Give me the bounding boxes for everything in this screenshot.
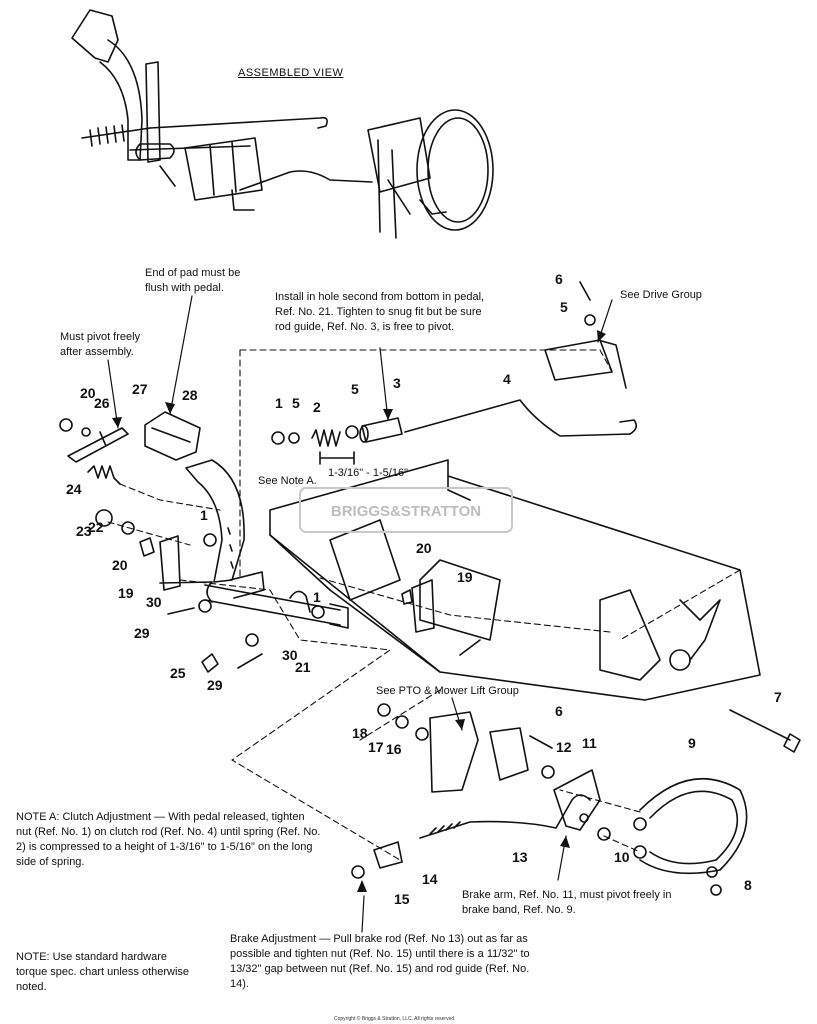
part-number-19: 19 bbox=[118, 585, 134, 601]
part-number-30: 30 bbox=[146, 594, 162, 610]
callout-spring-length: 1-3/16" - 1-5/16" bbox=[328, 467, 408, 479]
part-number-14: 14 bbox=[422, 871, 438, 887]
left-components bbox=[59, 418, 325, 673]
callout-pto-group: See PTO & Mower Lift Group bbox=[376, 685, 519, 697]
part-number-19: 19 bbox=[457, 569, 473, 585]
part-number-16: 16 bbox=[386, 741, 402, 757]
watermark-text: BRIGGS&STRATTON bbox=[331, 503, 481, 520]
drive-group-link bbox=[544, 281, 627, 389]
callout-rod-hole: Install in hole second from bottom in pe… bbox=[275, 291, 485, 333]
part-number-12: 12 bbox=[556, 739, 572, 755]
assembled-view-title: ASSEMBLED VIEW bbox=[238, 67, 344, 79]
part-number-20: 20 bbox=[416, 540, 432, 556]
part-number-1: 1 bbox=[313, 589, 321, 605]
leader-arrowheads bbox=[112, 330, 606, 892]
bracket-19-right bbox=[401, 579, 435, 633]
part-number-23: 23 bbox=[76, 523, 92, 539]
part-number-11: 11 bbox=[582, 735, 597, 751]
part-number-6: 6 bbox=[555, 703, 563, 719]
callout-drive-group: See Drive Group bbox=[620, 289, 702, 301]
part-number-29: 29 bbox=[207, 677, 223, 693]
part-number-21: 21 bbox=[295, 659, 311, 675]
assembled-view bbox=[71, 9, 494, 239]
part-number-26: 26 bbox=[94, 395, 110, 411]
part-number-5: 5 bbox=[351, 381, 359, 397]
callout-pad: End of pad must be flush with pedal. bbox=[145, 267, 241, 294]
part-number-13: 13 bbox=[512, 849, 528, 865]
part-number-4: 4 bbox=[503, 371, 511, 387]
part-number-8: 8 bbox=[744, 877, 752, 893]
part-number-18: 18 bbox=[352, 725, 368, 741]
note-brake-adjustment: Brake Adjustment — Pull brake rod (Ref. … bbox=[230, 933, 530, 990]
part-number-28: 28 bbox=[182, 387, 198, 403]
part-number-20: 20 bbox=[112, 557, 128, 573]
part-number-15: 15 bbox=[394, 891, 410, 907]
callout-see-note-a: See Note A. bbox=[258, 475, 317, 487]
note-a-clutch-adjustment: NOTE A: Clutch Adjustment — With pedal r… bbox=[16, 811, 321, 868]
part-number-30: 30 bbox=[282, 647, 298, 663]
part-number-27: 27 bbox=[132, 381, 148, 397]
reference-lines bbox=[107, 349, 741, 861]
brake-assembly bbox=[351, 703, 801, 896]
part-number-5: 5 bbox=[292, 395, 300, 411]
part-number-29: 29 bbox=[134, 625, 150, 641]
callout-pivot: Must pivot freely after assembly. bbox=[60, 331, 141, 358]
part-number-1: 1 bbox=[200, 507, 208, 523]
part-number-17: 17 bbox=[368, 739, 384, 755]
part-number-1: 1 bbox=[275, 395, 283, 411]
part-number-3: 3 bbox=[393, 375, 401, 391]
part-number-25: 25 bbox=[170, 665, 186, 681]
copyright: Copyright © Briggs & Stratton, LLC. All … bbox=[334, 1016, 456, 1022]
part-number-10: 10 bbox=[614, 849, 630, 865]
part-number-6: 6 bbox=[555, 271, 563, 287]
callout-brake-arm: Brake arm, Ref. No. 11, must pivot freel… bbox=[462, 889, 672, 916]
tractor-frame bbox=[269, 459, 761, 701]
part-number-9: 9 bbox=[688, 735, 696, 751]
part-number-24: 24 bbox=[66, 481, 82, 497]
watermark: BRIGGS&STRATTON bbox=[299, 487, 513, 533]
part-number-22: 22 bbox=[88, 519, 104, 535]
clutch-rod bbox=[271, 399, 638, 465]
part-number-2: 2 bbox=[313, 399, 321, 415]
part-number-7: 7 bbox=[774, 689, 782, 705]
part-number-5: 5 bbox=[560, 299, 568, 315]
part-number-20: 20 bbox=[80, 385, 96, 401]
note-hardware-torque: NOTE: Use standard hardware torque spec.… bbox=[16, 951, 190, 993]
